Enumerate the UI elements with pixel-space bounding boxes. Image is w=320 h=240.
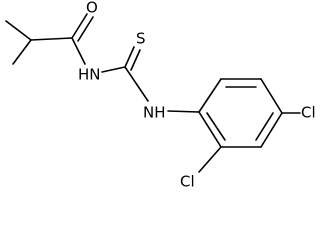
atom-chlorine-para: Cl [301,104,316,122]
atom-aryl-nitrogen: NH [143,104,166,122]
atom-chlorine-ortho: Cl [180,173,195,191]
ring-bond-6 [198,111,222,148]
ring-bond-1 [198,78,222,113]
bond-ch-carbonyl [30,37,73,41]
bond-methyl-top [5,20,32,41]
molecule-diagram: O S HN NH Cl Cl [5,0,316,191]
bond-thiocarbon-nh [124,66,149,102]
ring-bond-4 [260,112,283,148]
structure-canvas: O S HN NH Cl Cl [5,0,316,191]
atom-oxygen: O [86,0,98,17]
atom-amide-nitrogen: HN [78,66,101,84]
ring-bond-3 [260,78,283,114]
bond-ring-cl-ortho [198,146,222,173]
bond-thiocarbon-s-2 [130,49,141,71]
bond-nh-ring [167,110,200,113]
bond-carbonyl-n [71,37,86,65]
ring-double-bond-3 [206,112,226,141]
bond-n-thiocarbon [101,66,126,73]
bond-carbonyl-o-2 [77,16,94,42]
bond-thiocarbon-s-1 [124,46,135,68]
bond-methyl-bottom [12,39,32,65]
atom-sulfur: S [136,30,146,48]
ring-double-bond-2 [255,112,274,141]
bond-carbonyl-o-1 [71,13,88,39]
